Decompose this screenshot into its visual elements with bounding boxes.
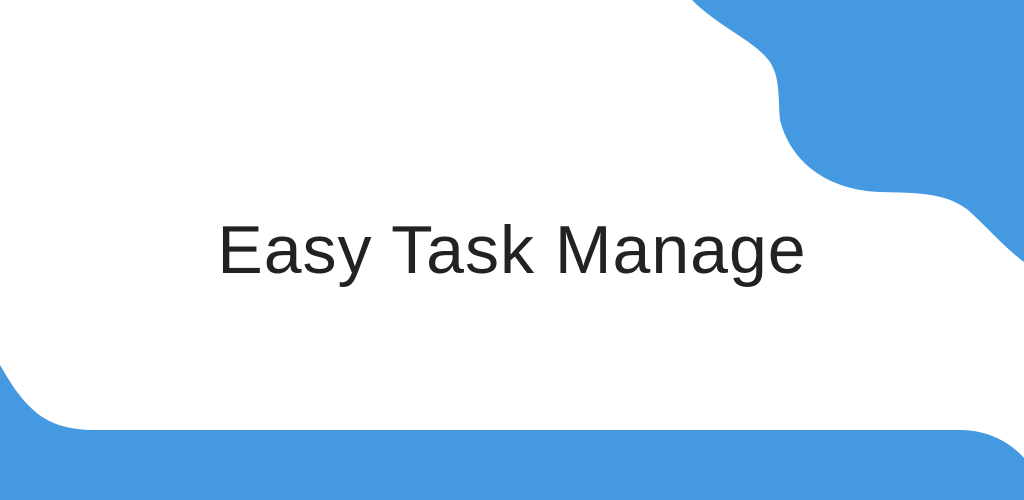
bottom-blue-wave — [0, 365, 1024, 500]
app-title: Easy Task Manage — [217, 212, 807, 288]
top-right-blue-wave — [692, 0, 1024, 262]
